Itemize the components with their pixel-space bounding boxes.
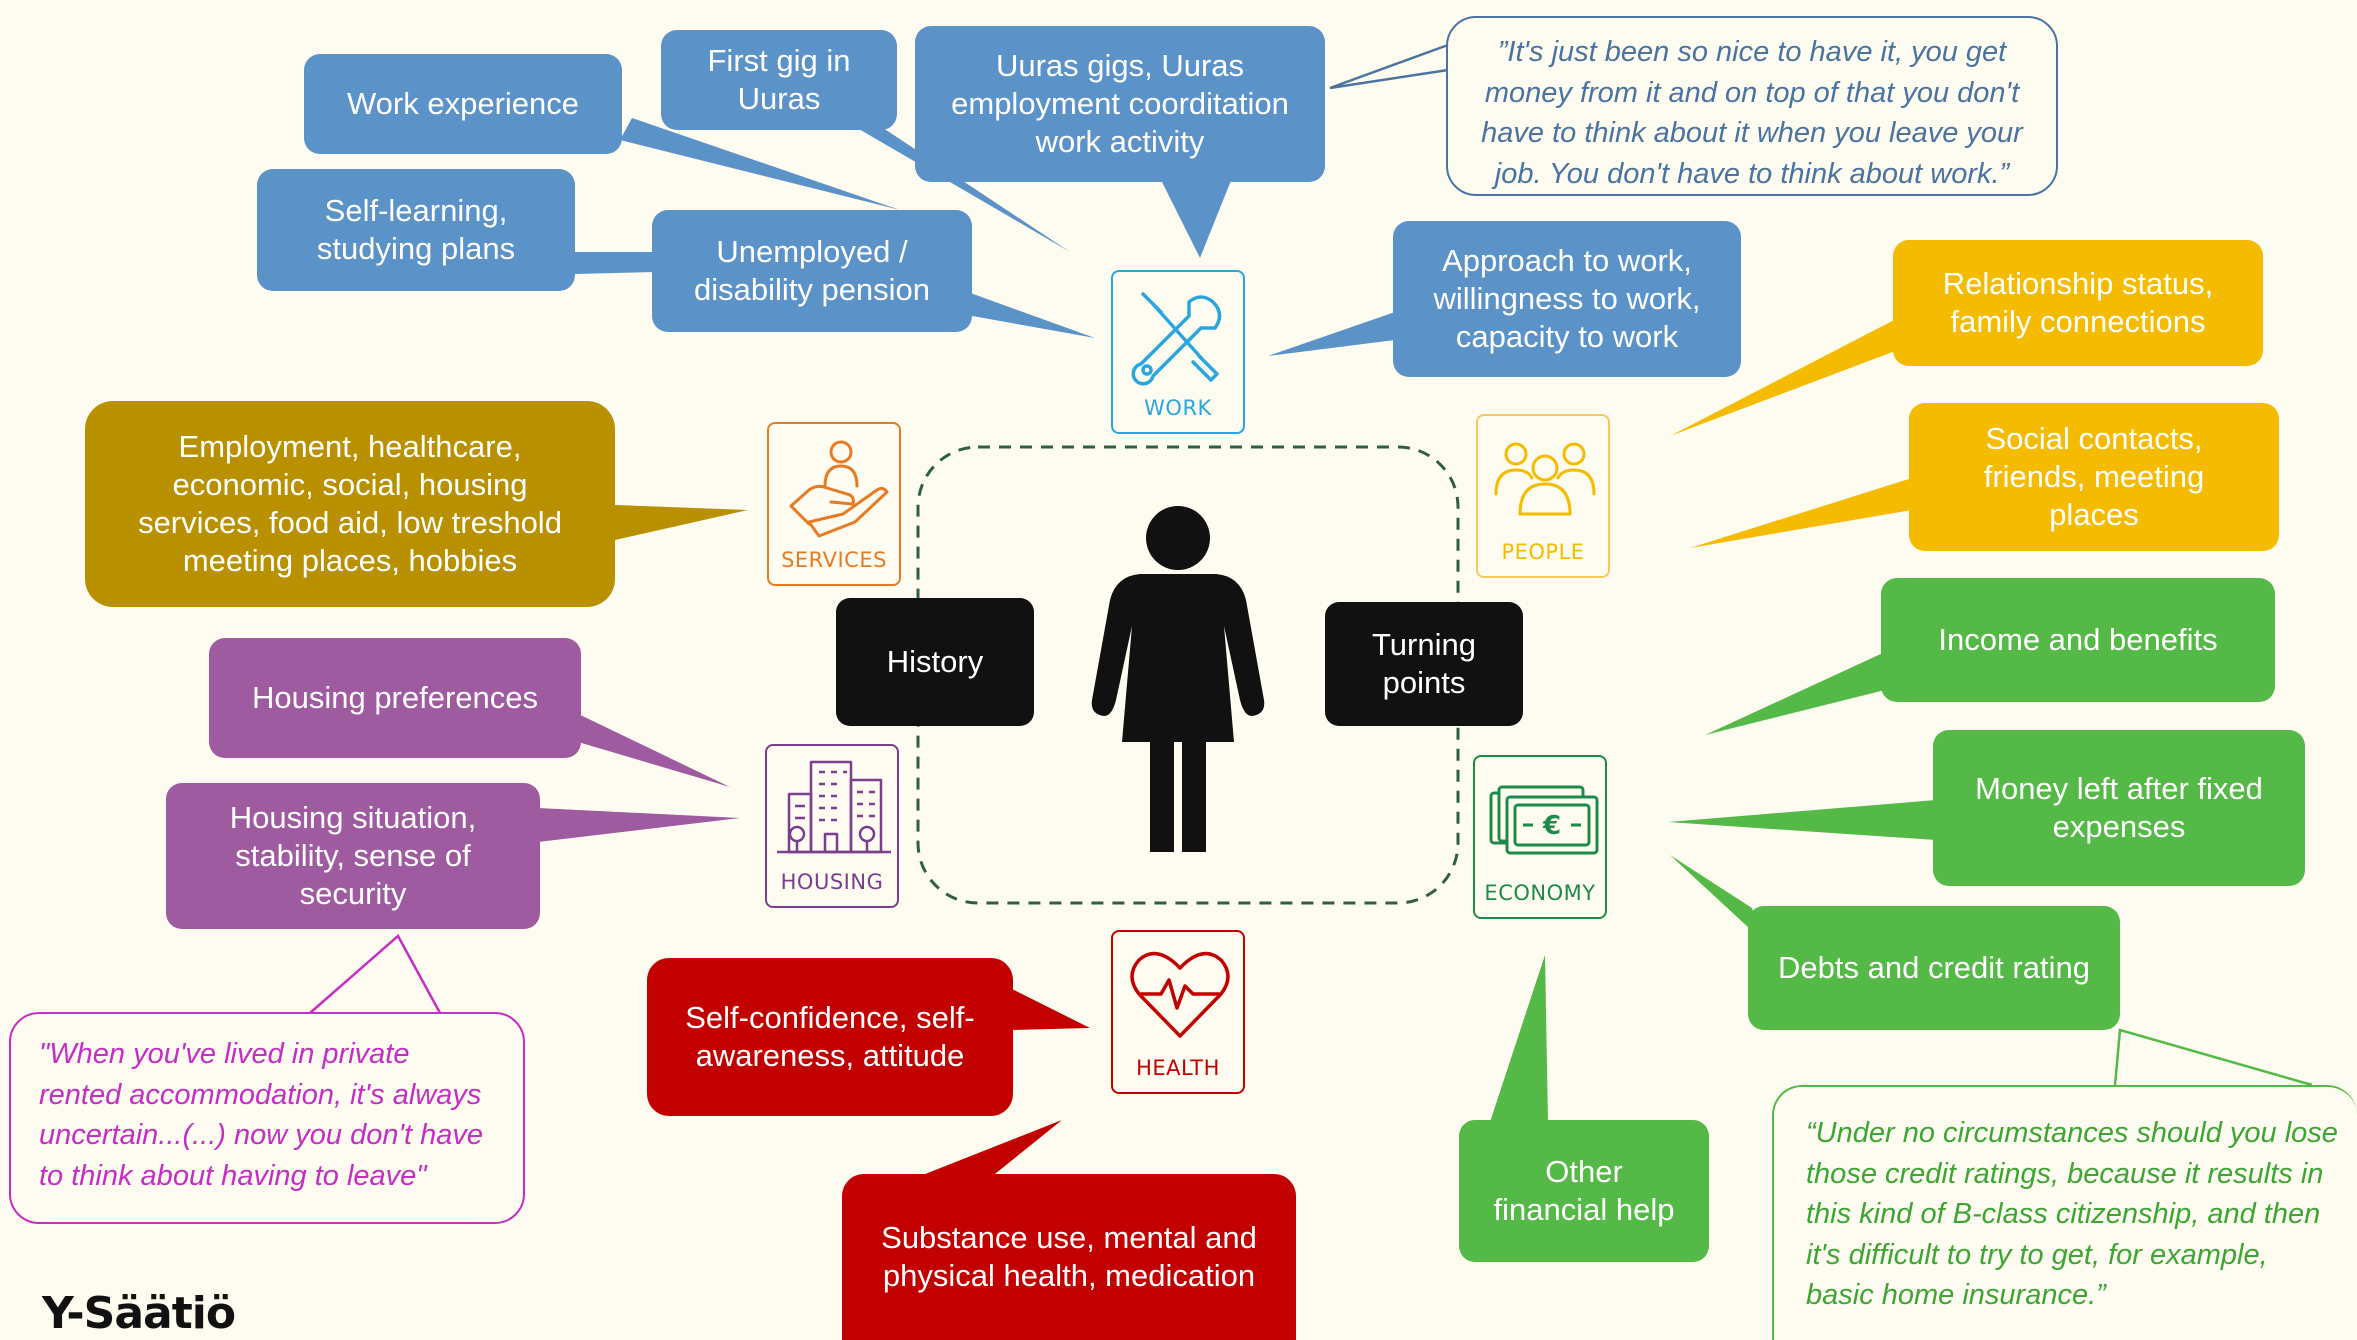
tail-unemployed (940, 282, 1095, 338)
work-experience-bubble: Work experience (304, 54, 622, 154)
people-label: PEOPLE (1501, 540, 1585, 564)
tail-substance (915, 1120, 1062, 1178)
tail-income (1705, 652, 1885, 735)
tail-housing-preferences (570, 710, 730, 787)
housing-quote: "When you've lived in private rented acc… (9, 1012, 525, 1224)
tail-work-experience (620, 118, 900, 210)
health-label: HEALTH (1136, 1056, 1220, 1080)
work-label: WORK (1144, 396, 1212, 420)
work-quote: ”It's just been so nice to have it, you … (1446, 16, 2058, 196)
first-gig-bubble: First gig in Uuras (661, 30, 897, 130)
services-bubble: Employment, healthcare, economic, social… (85, 401, 615, 607)
svg-text:€: € (1542, 811, 1561, 841)
heart-pulse-icon (1130, 951, 1230, 1038)
tail-other-help (1490, 955, 1548, 1122)
tail-uuras-gigs (1160, 178, 1232, 258)
tail-work-quote (1329, 43, 1449, 90)
y-saatio-logo: Y-Säätiö (42, 1288, 236, 1339)
self-learning-bubble: Self-learning, studying plans (257, 169, 575, 291)
tail-debts (1670, 855, 1762, 940)
tail-relationship (1670, 318, 1898, 436)
wrench-screwdriver-icon (1131, 292, 1222, 386)
self-confidence-bubble: Self-confidence, self- awareness, attitu… (647, 958, 1013, 1116)
substance-use-bubble: Substance use, mental and physical healt… (842, 1174, 1296, 1340)
turning-points-box: Turning points (1325, 602, 1523, 726)
people-category-box: PEOPLE (1476, 414, 1610, 578)
tail-housing-situation (538, 808, 740, 842)
economy-quote: “Under no circumstances should you lose … (1772, 1085, 2357, 1340)
housing-situation-bubble: Housing situation, stability, sense of s… (166, 783, 540, 929)
uuras-gigs-bubble: Uuras gigs, Uuras employment coorditatio… (915, 26, 1325, 182)
work-category-box: WORK (1111, 270, 1245, 434)
housing-category-box: HOUSING (765, 744, 899, 908)
tail-money-left (1668, 800, 1936, 840)
tail-housing-quote (309, 934, 442, 1014)
tail-social (1690, 478, 1912, 548)
other-financial-help-bubble: Other financial help (1459, 1120, 1709, 1262)
housing-preferences-bubble: Housing preferences (209, 638, 581, 758)
group-people-icon (1494, 442, 1596, 516)
hand-person-icon (789, 440, 889, 538)
buildings-icon (777, 760, 891, 854)
income-benefits-bubble: Income and benefits (1881, 578, 2275, 702)
tail-services (615, 505, 748, 540)
services-category-box: SERVICES (767, 422, 901, 586)
tail-self-learning (570, 252, 655, 274)
euro-banknote-icon: € (1489, 785, 1599, 855)
services-label: SERVICES (781, 548, 887, 572)
economy-category-box: € ECONOMY (1473, 755, 1607, 919)
social-contacts-bubble: Social contacts, friends, meeting places (1909, 403, 2279, 551)
approach-to-work-bubble: Approach to work, willingness to work, c… (1393, 221, 1741, 377)
unemployed-bubble: Unemployed / disability pension (652, 210, 972, 332)
tail-approach (1268, 312, 1395, 356)
health-category-box: HEALTH (1111, 930, 1245, 1094)
history-box: History (836, 598, 1034, 726)
relationship-status-bubble: Relationship status, family connections (1893, 240, 2263, 366)
debts-credit-bubble: Debts and credit rating (1748, 906, 2120, 1030)
tail-self-confidence (1010, 988, 1090, 1030)
tail-first-gig (840, 118, 1070, 252)
person-silhouette (1091, 506, 1265, 852)
housing-label: HOUSING (780, 870, 884, 894)
money-left-bubble: Money left after fixed expenses (1933, 730, 2305, 886)
economy-label: ECONOMY (1484, 881, 1596, 905)
tail-economy-quote (2113, 1028, 2313, 1087)
